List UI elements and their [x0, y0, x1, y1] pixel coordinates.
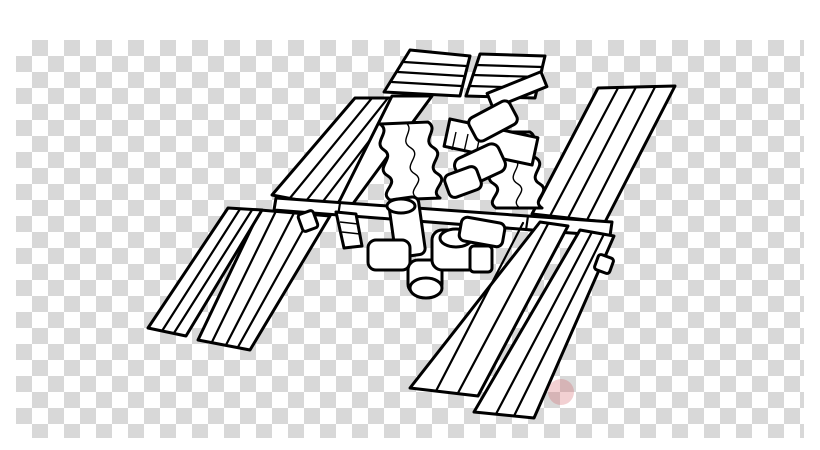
radiator-left	[378, 120, 444, 202]
solar-array-lower-left	[146, 206, 332, 352]
central-modules	[296, 70, 615, 300]
solar-array-lower-right	[408, 220, 616, 420]
solar-array-upper-right	[530, 84, 677, 224]
